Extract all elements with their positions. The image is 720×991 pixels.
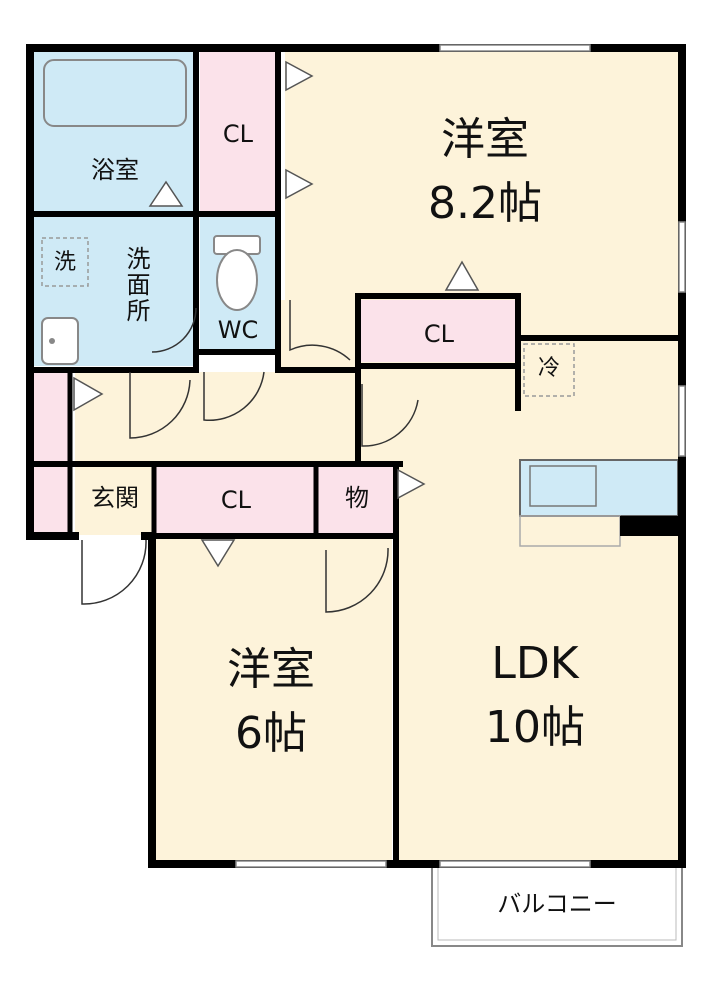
western-room-1-name: 洋室 [441,114,529,165]
hall-floor-2 [275,300,360,372]
hall-closet-floor [34,372,72,462]
western-room-2-size: 6帖 [235,708,307,759]
western-room-1-floor [285,52,678,336]
fridge-label: 冷 [537,356,560,381]
western-room-1-size: 8.2帖 [428,178,542,229]
closet-bottom-floor [156,465,316,535]
ldk-size: 10帖 [485,702,585,753]
closet-top-floor [200,52,275,214]
kitchen-sink [529,465,597,507]
bathtub [43,59,187,127]
door-triangles [73,60,480,568]
entrance-floor [75,465,155,535]
washer-label: 洗 [53,250,76,275]
doors [81,300,419,613]
floor-fills [34,52,678,860]
toilet-bowl [216,249,258,311]
washer-space [41,237,89,287]
bathroom-label: 浴室 [91,156,139,184]
ldk-name: LDK [491,638,579,689]
balcony-outline [431,861,683,947]
washroom-label: 洗面所 [122,246,150,324]
closet-top-label: CL [222,120,254,148]
hall-floor [75,372,365,465]
closet-mid-label: CL [423,320,455,348]
closet-bottom-label: CL [220,486,252,514]
storage-label: 物 [345,484,369,512]
toilet-label: WC [217,316,259,344]
fridge-space [523,343,575,397]
storage-floor [318,465,396,535]
entrance-label: 玄関 [91,484,139,512]
western-room-2-floor [156,536,392,860]
washbasin [41,317,79,365]
balcony-label: バルコニー [497,890,617,918]
range-hood-block [620,516,678,536]
windows [235,44,686,868]
entrance-closet-floor [34,465,72,535]
western-room-2-name: 洋室 [227,644,315,695]
washbasin-drain [49,338,55,344]
closet-mid-floor [360,300,515,362]
